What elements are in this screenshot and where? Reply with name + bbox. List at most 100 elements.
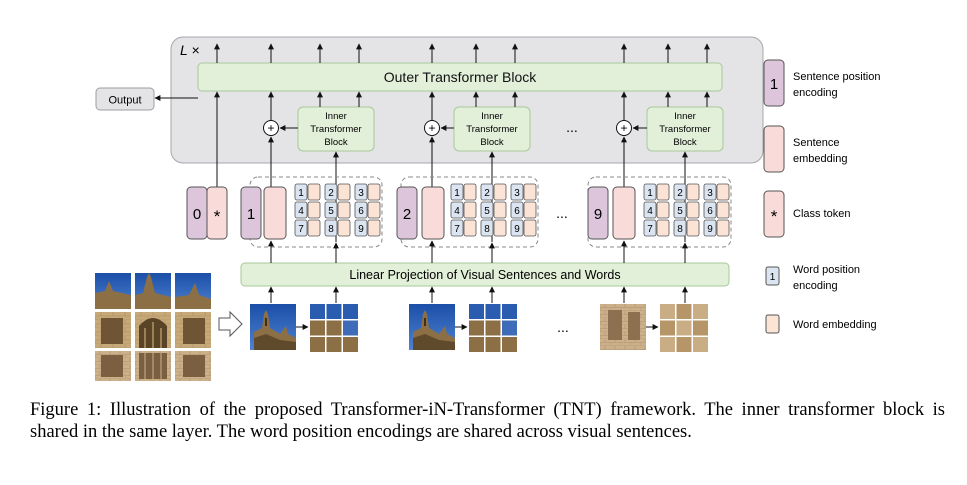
- word-patch: [310, 304, 325, 319]
- word-patch: [676, 337, 692, 352]
- word-patch: [343, 304, 358, 319]
- word-patch: [660, 337, 675, 352]
- word-position-label: 4: [454, 206, 460, 217]
- legend-sentence-embedding-swatch: [763, 125, 785, 173]
- word-patch: [502, 304, 517, 319]
- legend-word-position-swatch: [765, 266, 780, 286]
- word-embedding: [337, 201, 351, 219]
- word-embedding: [686, 219, 700, 237]
- word-position-label: 3: [358, 188, 364, 199]
- word-patch: [326, 304, 342, 319]
- sentence-position-2-label: 2: [403, 206, 411, 223]
- word-position-encoding: [643, 183, 657, 201]
- word-embedding: [716, 183, 730, 201]
- word-position-label: 8: [677, 224, 683, 235]
- tnt-framework-diagram: L × Outer Transformer Block Output Inner…: [95, 36, 880, 381]
- legend-sentence-position-swatch: [763, 59, 785, 107]
- word-embedding: [656, 183, 670, 201]
- word-embedding: [493, 201, 507, 219]
- svg-text:Inner: Inner: [325, 111, 347, 122]
- word-position-encoding: [354, 183, 368, 201]
- word-position-label: 9: [514, 224, 520, 235]
- word-patch: [502, 337, 517, 352]
- word-embedding: [686, 201, 700, 219]
- input-image-patches: [95, 273, 211, 381]
- word-patch: [469, 320, 484, 336]
- word-embedding: [656, 201, 670, 219]
- legend: 1 Sentence position encoding Sentence em…: [763, 59, 880, 334]
- svg-text:Block: Block: [480, 137, 503, 148]
- sentence-position-9-label: 9: [594, 206, 602, 223]
- word-position-encoding: [450, 183, 464, 201]
- word-position-label: 3: [707, 188, 713, 199]
- word-position-encoding: [354, 219, 368, 237]
- word-position-encoding: [510, 201, 524, 219]
- word-position-label: 2: [677, 188, 683, 199]
- word-embedding: [367, 219, 381, 237]
- legend-word-position-line2: encoding: [793, 280, 838, 292]
- word-embedding: [716, 201, 730, 219]
- word-embedding: [493, 219, 507, 237]
- word-embedding: [686, 183, 700, 201]
- word-position-encoding: [450, 201, 464, 219]
- sentence-image-9: [600, 304, 646, 350]
- word-position-encoding: [673, 219, 687, 237]
- word-patch: [326, 320, 342, 336]
- word-embedding: [307, 201, 321, 219]
- word-position-encoding: [450, 219, 464, 237]
- word-patch: [502, 320, 517, 336]
- legend-sentence-embedding-line2: embedding: [793, 153, 847, 165]
- word-embedding: [656, 219, 670, 237]
- word-embedding: [493, 183, 507, 201]
- word-position-encoding: [673, 201, 687, 219]
- sentence-embedding-1: [263, 186, 287, 240]
- class-position-label: 0: [193, 206, 201, 223]
- legend-sentence-embedding-line1: Sentence: [793, 137, 839, 149]
- word-embedding: [523, 201, 537, 219]
- word-embedding: [523, 183, 537, 201]
- word-patch: [660, 304, 675, 319]
- sentence-embedding-9: [612, 186, 636, 240]
- word-embedding: [463, 201, 477, 219]
- word-patch: [326, 337, 342, 352]
- word-patch: [693, 337, 708, 352]
- linear-projection-label: Linear Projection of Visual Sentences an…: [349, 268, 620, 282]
- word-split-2: [469, 304, 517, 352]
- word-patch: [469, 304, 484, 319]
- word-patch: [469, 337, 484, 352]
- word-position-encoding: [673, 183, 687, 201]
- sentence-image-2: [409, 304, 455, 350]
- word-position-label: 1: [454, 188, 460, 199]
- svg-text:+: +: [620, 121, 627, 135]
- legend-sentence-position-key: 1: [770, 76, 778, 93]
- word-patch: [310, 337, 325, 352]
- word-patch: [310, 320, 325, 336]
- legend-class-token-key: *: [771, 207, 778, 226]
- word-position-label: 9: [707, 224, 713, 235]
- word-position-label: 8: [328, 224, 334, 235]
- legend-class-token-swatch: [763, 190, 785, 238]
- word-position-label: 5: [328, 206, 334, 217]
- word-position-label: 5: [484, 206, 490, 217]
- word-embedding: [523, 219, 537, 237]
- svg-text:+: +: [428, 121, 435, 135]
- word-embedding: [463, 219, 477, 237]
- word-position-label: 2: [328, 188, 334, 199]
- plus-circle-9: +: [616, 120, 632, 136]
- projection-arrows: [268, 240, 688, 303]
- word-position-encoding: [294, 219, 308, 237]
- word-patch: [676, 304, 692, 319]
- word-split-9: [660, 304, 708, 352]
- word-patch: [676, 320, 692, 336]
- word-patch: [485, 337, 501, 352]
- word-embedding: [463, 183, 477, 201]
- legend-sentence-position-line2: encoding: [793, 87, 838, 99]
- word-embedding: [367, 201, 381, 219]
- word-patch: [693, 320, 708, 336]
- sentence-embedding-2: [421, 186, 445, 240]
- legend-word-position-key: 1: [770, 272, 776, 283]
- word-patch: [343, 337, 358, 352]
- outer-output-arrows: [214, 43, 710, 63]
- word-patch: [485, 320, 501, 336]
